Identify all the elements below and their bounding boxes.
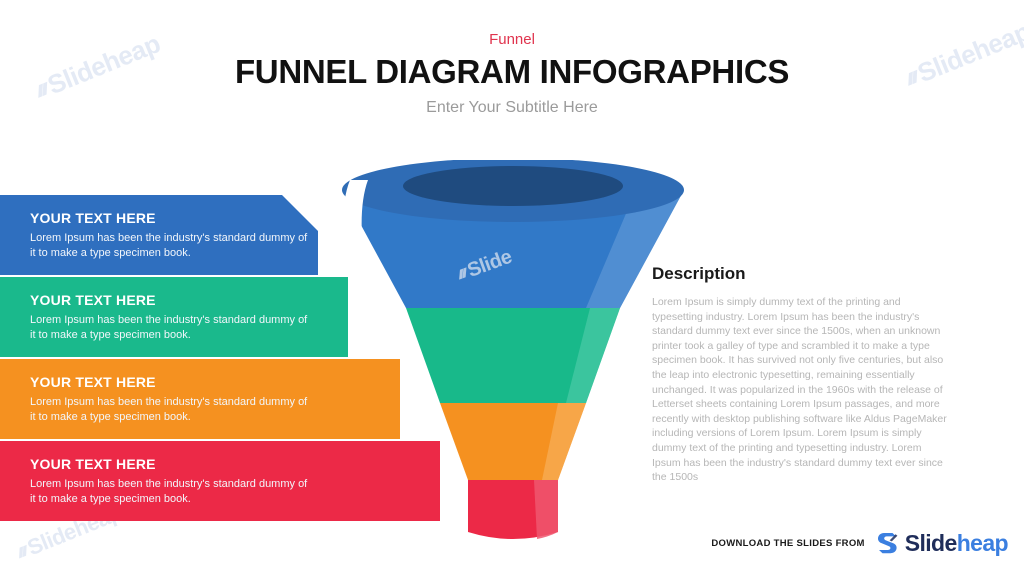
- slideheap-logo-icon: [877, 533, 898, 554]
- download-label: DOWNLOAD THE SLIDES FROM: [711, 537, 865, 549]
- legend-panel-description: Lorem Ipsum has been the industry's stan…: [30, 396, 308, 423]
- funnel-legend-panels: YOUR TEXT HERE Lorem Ipsum has been the …: [0, 195, 470, 535]
- legend-panel-red[interactable]: YOUR TEXT HERE Lorem Ipsum has been the …: [0, 441, 440, 521]
- legend-panel-description: Lorem Ipsum has been the industry's stan…: [30, 314, 308, 341]
- brand-name: Slideheap: [904, 530, 1009, 556]
- legend-panel-description: Lorem Ipsum has been the industry's stan…: [30, 478, 308, 505]
- legend-panel-description: Lorem Ipsum has been the industry's stan…: [30, 232, 308, 259]
- brand-name-first: Slide: [904, 530, 958, 556]
- page-title: FUNNEL DIAGRAM INFOGRAPHICS: [234, 53, 790, 90]
- header: Funnel FUNNEL DIAGRAM INFOGRAPHICS Enter…: [0, 30, 1024, 120]
- page-subtitle: Enter Your Subtitle Here: [426, 99, 598, 116]
- description-body: Lorem Ipsum is simply dummy text of the …: [652, 296, 947, 484]
- legend-panel-green[interactable]: YOUR TEXT HERE Lorem Ipsum has been the …: [0, 277, 348, 357]
- legend-panel-title: YOUR TEXT HERE: [30, 210, 156, 226]
- funnel-segment-blue-highlight: [586, 190, 684, 308]
- funnel-segment-orange-highlight: [542, 403, 586, 480]
- legend-panel-blue[interactable]: YOUR TEXT HERE Lorem Ipsum has been the …: [0, 195, 318, 275]
- funnel-segment-green-highlight: [566, 308, 620, 403]
- description-title: Description: [652, 264, 746, 283]
- legend-panel-title: YOUR TEXT HERE: [30, 456, 156, 472]
- legend-panel-title: YOUR TEXT HERE: [30, 292, 156, 308]
- description-block: Description Lorem Ipsum is simply dummy …: [652, 263, 952, 485]
- legend-panel-title: YOUR TEXT HERE: [30, 374, 156, 390]
- eyebrow-label: Funnel: [489, 31, 535, 48]
- footer-branding: DOWNLOAD THE SLIDES FROM Slideheap: [711, 530, 1008, 556]
- funnel-segment-red-highlight: [534, 480, 558, 539]
- legend-panel-orange[interactable]: YOUR TEXT HERE Lorem Ipsum has been the …: [0, 359, 400, 439]
- slideheap-logo[interactable]: Slideheap: [875, 530, 1009, 556]
- brand-name-second: heap: [956, 530, 1009, 556]
